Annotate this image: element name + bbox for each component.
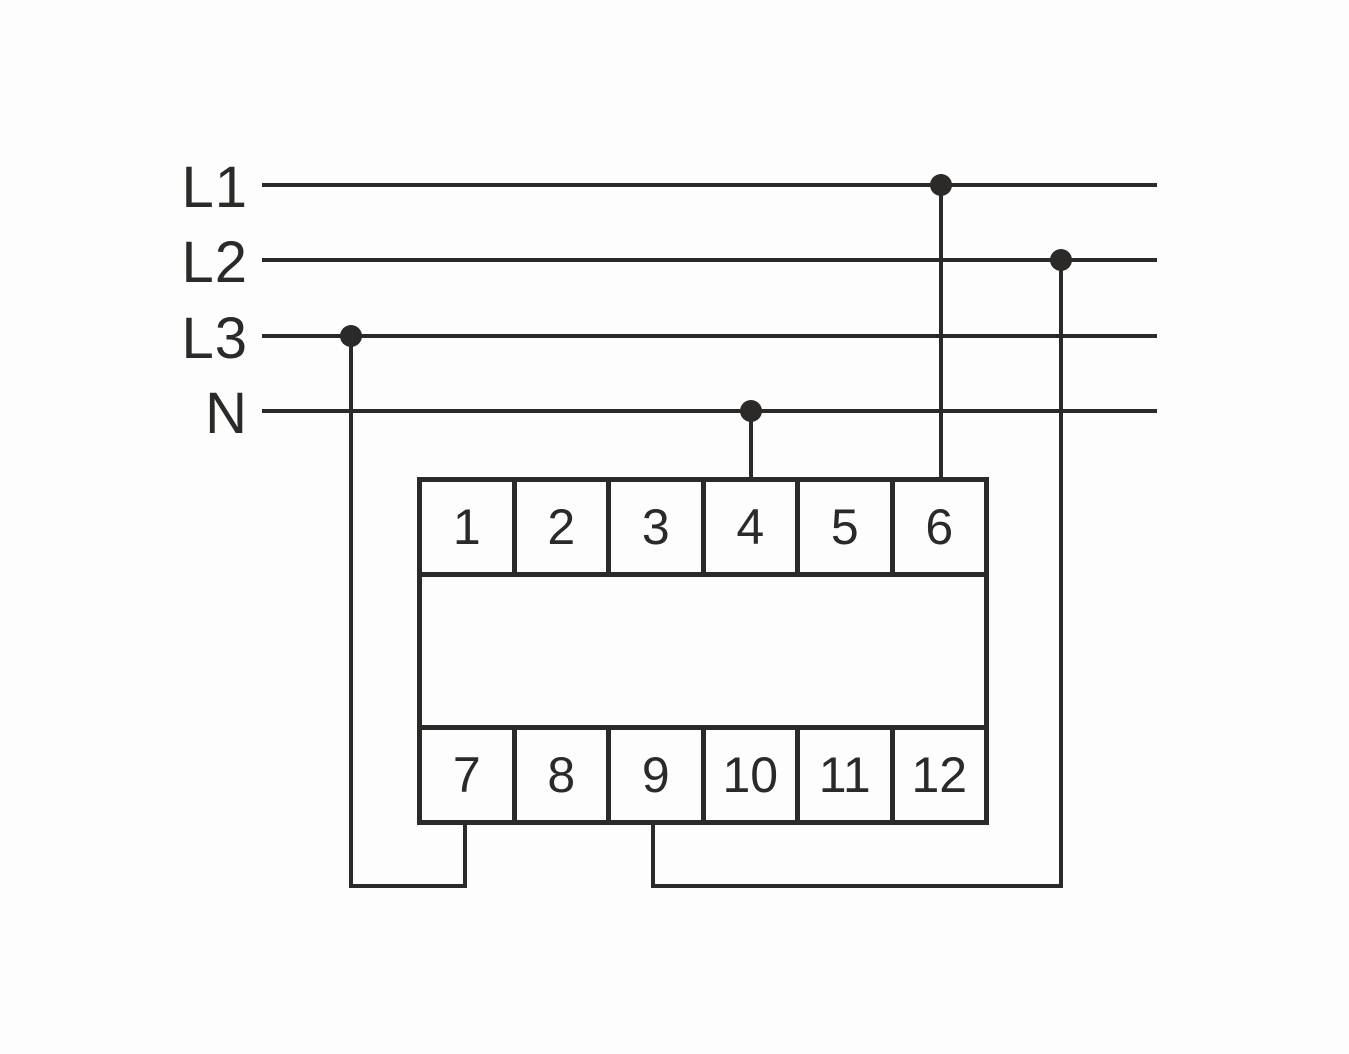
terminal-11: 11 [800, 730, 895, 820]
wire-riser-terminal-7 [463, 820, 467, 888]
bus-line-l3 [262, 334, 1157, 338]
terminal-10: 10 [706, 730, 800, 820]
wire-l2-drop [1059, 258, 1063, 888]
bus-line-l2 [262, 258, 1157, 262]
bus-label-n: N [205, 381, 248, 446]
junction-dot-l2 [1050, 249, 1072, 271]
junction-dot-l3 [340, 325, 362, 347]
wire-n-to-terminal-4 [749, 409, 753, 482]
terminal-9: 9 [611, 730, 706, 820]
wire-riser-terminal-9 [651, 820, 655, 888]
terminal-5: 5 [800, 482, 895, 572]
junction-dot-n [740, 400, 762, 422]
bus-line-n [262, 409, 1157, 413]
junction-dot-l1 [930, 174, 952, 196]
wire-l2-bottom-run [651, 884, 1063, 888]
wire-l1-to-terminal-6 [939, 183, 943, 482]
bus-label-l2: L2 [181, 230, 248, 295]
device-body [422, 577, 984, 725]
terminal-row-bottom: 7 8 9 10 11 12 [422, 725, 984, 820]
wire-l3-bottom-run [349, 884, 467, 888]
terminal-7: 7 [422, 730, 517, 820]
terminal-row-top: 1 2 3 4 5 6 [422, 482, 984, 577]
wire-l3-drop [349, 334, 353, 888]
terminal-3: 3 [611, 482, 706, 572]
device-box: 1 2 3 4 5 6 7 8 9 10 11 12 [417, 477, 989, 825]
terminal-12: 12 [911, 747, 968, 803]
terminal-2: 2 [517, 482, 611, 572]
bus-label-l3: L3 [181, 306, 248, 371]
bus-line-l1 [262, 183, 1157, 187]
bus-label-l1: L1 [181, 155, 248, 220]
terminal-8: 8 [517, 730, 611, 820]
terminal-6: 6 [925, 499, 954, 555]
terminal-1: 1 [422, 482, 517, 572]
terminal-4: 4 [706, 482, 800, 572]
